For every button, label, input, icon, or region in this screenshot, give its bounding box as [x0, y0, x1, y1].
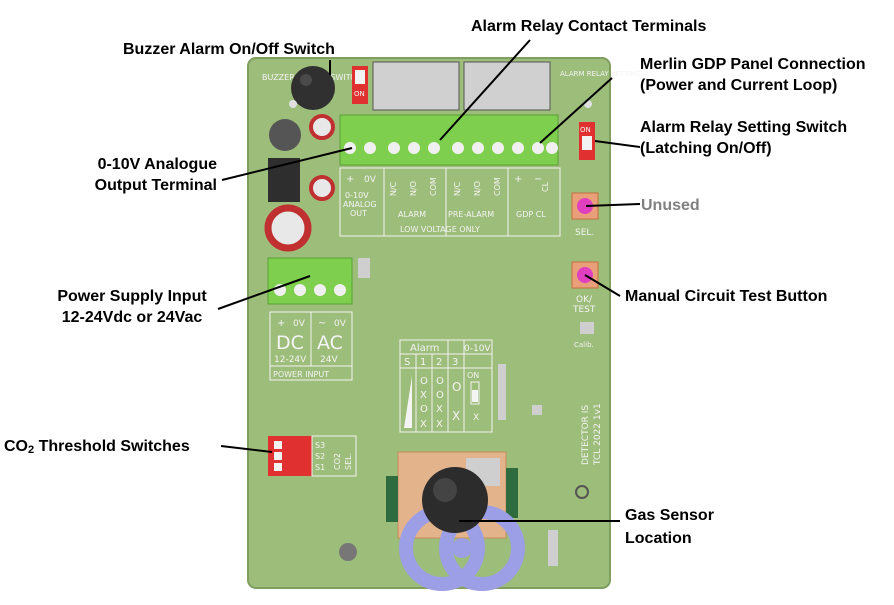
svg-text:X: X	[473, 413, 479, 423]
terminal-sign: COM	[429, 177, 438, 196]
gas-sensor-icon	[422, 467, 488, 533]
buzzer-icon[interactable]	[291, 66, 335, 110]
power-input-label: POWER INPUT	[273, 370, 329, 379]
table-1: 1	[420, 357, 426, 368]
terminal-sign: CL	[541, 181, 550, 192]
terminal-sign: +	[514, 174, 522, 185]
co2-prefix: CO	[4, 438, 28, 455]
gdp-label: GDP CL	[516, 210, 546, 219]
terminal-sign: N/C	[389, 181, 398, 196]
leader-lines	[217, 39, 641, 522]
s2-label: S2	[315, 452, 325, 461]
svg-text:O: O	[452, 380, 461, 394]
power-sign: ~	[318, 318, 326, 329]
buzzer-switch-on: ON	[354, 90, 365, 98]
co2-suffix: Threshold Switches	[34, 438, 190, 455]
analog-label-2: ANALOG	[343, 200, 377, 209]
terminal-sign: +	[346, 174, 354, 185]
table-s: S	[404, 357, 410, 368]
analogue-callout-line2: Output Terminal	[94, 177, 217, 194]
low-voltage-label: LOW VOLTAGE ONLY	[400, 225, 480, 234]
sel-label: SEL.	[575, 228, 594, 238]
relay-switch-callout-line1: Alarm Relay Setting Switch	[640, 119, 848, 136]
calib-pads	[580, 322, 594, 334]
dc-label: DC	[276, 332, 304, 354]
alarm-relay	[372, 61, 460, 111]
terminal-sign: N/C	[453, 181, 462, 196]
power-callout-line1: Power Supply Input	[57, 288, 207, 305]
relay-terminals-callout: Alarm Relay Contact Terminals	[471, 18, 707, 35]
s3-label: S3	[315, 441, 325, 450]
co2-subscript: 2	[28, 444, 35, 456]
terminal-sign: 0V	[364, 175, 377, 185]
s1-label: S1	[315, 463, 325, 472]
dc-voltage: 12-24V	[274, 355, 307, 365]
svg-text:O: O	[436, 376, 444, 387]
prealarm-relay	[463, 61, 551, 111]
svg-text:O: O	[420, 376, 428, 387]
ok-test-label-2: TEST	[572, 305, 596, 315]
ac-label: AC	[317, 332, 343, 354]
terminal-screws	[344, 142, 558, 154]
terminal-sign: N/O	[473, 181, 482, 196]
large-capacitor	[264, 204, 312, 252]
co2-sel-2: SEL.	[344, 453, 353, 470]
terminal-sign: −	[534, 174, 542, 185]
svg-text:O: O	[436, 390, 444, 401]
relay-terminal-block	[339, 114, 559, 166]
table-3: 3	[452, 357, 458, 368]
power-sign: 0V	[334, 319, 347, 329]
power-terminal-block	[267, 257, 353, 305]
svg-text:O: O	[420, 404, 428, 415]
ok-test-label-1: OK/	[576, 295, 593, 305]
table-on: ON	[467, 371, 479, 380]
calib-label: Calib.	[574, 341, 594, 349]
gas-sensor-callout-line2: Location	[625, 530, 692, 547]
power-sign: 0V	[293, 319, 306, 329]
relay-switch-on: ON	[580, 126, 591, 134]
power-sign: +	[277, 318, 285, 329]
table-2: 2	[436, 357, 442, 368]
brand-line-1: DETECTOR IS	[581, 405, 591, 465]
svg-text:X: X	[420, 419, 427, 430]
capacitor	[269, 119, 301, 151]
merlin-callout-line1: Merlin GDP Panel Connection	[640, 56, 866, 73]
relay-settings-label: ALARM RELAY SETTINGS	[560, 70, 646, 78]
test-button-callout: Manual Circuit Test Button	[625, 288, 828, 305]
ac-voltage: 24V	[320, 355, 338, 365]
table-analog: 0-10V	[464, 344, 491, 354]
merlin-callout-line2: (Power and Current Loop)	[640, 77, 838, 94]
co2-callout: CO2 Threshold Switches	[4, 436, 190, 461]
analog-label-1: 0-10V	[345, 191, 369, 200]
terminal-sign: COM	[493, 177, 502, 196]
svg-text:X: X	[420, 390, 427, 401]
gas-sensor-callout-line1: Gas Sensor	[625, 507, 714, 524]
power-callout-line2: 12-24Vdc or 24Vac	[61, 309, 203, 326]
terminal-sign: N/O	[409, 181, 418, 196]
analog-label-3: OUT	[350, 209, 367, 218]
brand-line-2: TCL 2022 1v1	[593, 403, 603, 466]
analogue-callout-line1: 0-10V Analogue	[97, 156, 217, 173]
relay-switch-callout-line2: (Latching On/Off)	[640, 140, 772, 157]
unused-callout: Unused	[641, 197, 700, 214]
table-alarm: Alarm	[410, 343, 439, 354]
svg-text:X: X	[436, 419, 443, 430]
svg-text:X: X	[452, 409, 460, 423]
co2-sel-1: CO2	[333, 453, 342, 470]
terminal-silkscreen	[339, 167, 561, 237]
svg-text:X: X	[436, 404, 443, 415]
alarm-label: ALARM	[398, 210, 426, 219]
buzzer-callout: Buzzer Alarm On/Off Switch	[123, 41, 335, 58]
prealarm-label: PRE-ALARM	[448, 210, 494, 219]
